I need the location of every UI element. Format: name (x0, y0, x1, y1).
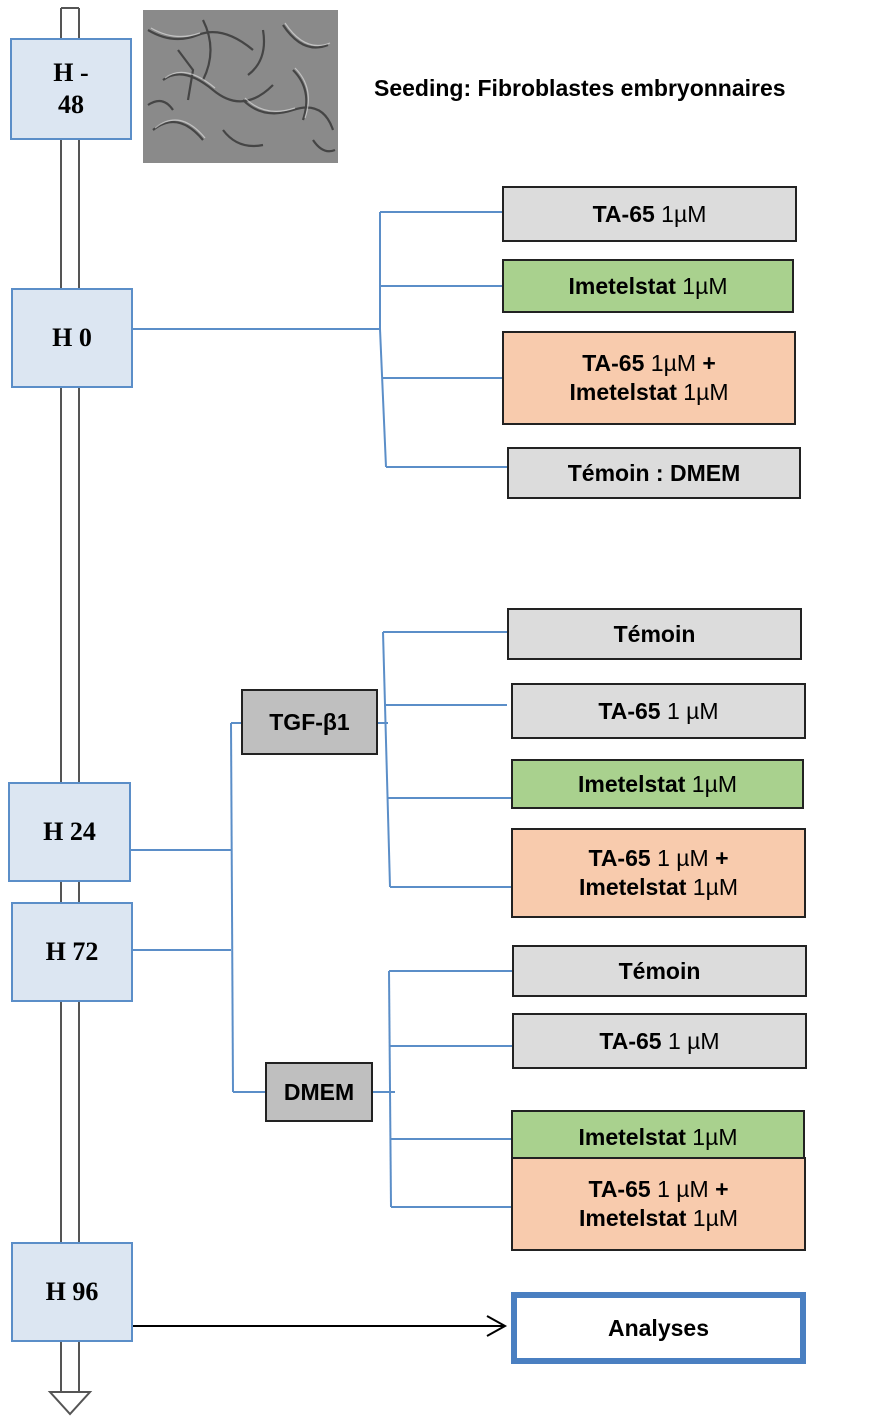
timepoint-h0-label: H 0 (52, 322, 92, 352)
timeline-arrow (47, 7, 93, 1416)
fibroblast-micrograph (143, 10, 338, 163)
tgf-beta1-box: TGF-β1 (241, 689, 378, 755)
tgf-imetelstat-dose: 1µM (685, 770, 737, 797)
timepoint-h96: H 96 (11, 1242, 133, 1342)
dmem-combo-name2: Imetelstat (579, 1205, 687, 1231)
timepoint-h24: H 24 (8, 782, 131, 882)
tgf-combo-plus: + (715, 845, 729, 872)
tgf-combo-name1: TA-65 (588, 845, 651, 872)
dmem-ta65-dose: 1 µM (661, 1027, 720, 1054)
timepoint-h-48: H - 48 (10, 38, 132, 140)
dmem-combo-dose2: 1µM (686, 1205, 738, 1231)
seeding-label: Seeding: Fibroblastes embryonnaires (374, 75, 786, 101)
micrograph-texture (143, 10, 338, 163)
dmem-control-label: Témoin (618, 957, 701, 984)
h0-imetelstat-dose: 1µM (675, 272, 728, 299)
tgf-ta65-box: TA-65 1 µM (511, 683, 806, 739)
h0-ta65-dose: 1µM (654, 200, 707, 227)
tgf-connectors (378, 631, 511, 888)
dmem-ta65-box: TA-65 1 µM (512, 1013, 807, 1069)
h0-combo-name1: TA-65 (582, 350, 645, 377)
h96-arrow (133, 1315, 508, 1337)
h0-control-box: Témoin : DMEM (507, 447, 801, 499)
h0-control-label: Témoin : DMEM (567, 459, 741, 486)
tgf-imetelstat-name: Imetelstat (578, 770, 686, 797)
dmem-label: DMEM (283, 1078, 355, 1105)
dmem-imetelstat-box: Imetelstat 1µM (511, 1110, 805, 1164)
dmem-combo-name1: TA-65 (588, 1176, 651, 1203)
dmem-connectors (373, 970, 512, 1208)
dmem-combo-box: TA-65 1 µM + Imetelstat 1µM (511, 1157, 806, 1251)
dmem-imetelstat-dose: 1µM (685, 1123, 738, 1150)
h0-imetelstat-box: Imetelstat 1µM (502, 259, 794, 313)
tgf-control-label: Témoin (613, 620, 696, 647)
h0-combo-name2: Imetelstat (569, 379, 677, 405)
dmem-ta65-name: TA-65 (599, 1027, 662, 1054)
analyses-box: Analyses (511, 1292, 806, 1364)
h0-ta65-box: TA-65 1µM (502, 186, 797, 242)
tgf-combo-dose1: 1 µM (650, 845, 716, 872)
dmem-imetelstat-name: Imetelstat (578, 1123, 686, 1150)
h24-h72-connectors (131, 722, 265, 1093)
tgf-imetelstat-box: Imetelstat 1µM (511, 759, 804, 809)
h0-combo-dose2: 1µM (676, 379, 729, 405)
tgf-combo-dose2: 1µM (686, 874, 738, 900)
timepoint-h24-label: H 24 (43, 816, 96, 846)
dmem-combo-plus: + (715, 1176, 729, 1203)
dmem-combo-dose1: 1 µM (650, 1176, 716, 1203)
tgf-ta65-dose: 1 µM (660, 697, 719, 724)
tgf-beta1-label: TGF-β1 (269, 708, 350, 735)
tgf-combo-box: TA-65 1 µM + Imetelstat 1µM (511, 828, 806, 918)
dmem-control-box: Témoin (512, 945, 807, 997)
timepoint-h96-label: H 96 (45, 1276, 99, 1306)
h0-imetelstat-name: Imetelstat (568, 272, 676, 299)
timepoint-h0: H 0 (11, 288, 133, 388)
h0-combo-box: TA-65 1µM + Imetelstat 1µM (502, 331, 796, 425)
tgf-control-box: Témoin (507, 608, 802, 660)
analyses-label: Analyses (607, 1314, 709, 1341)
h0-connectors (133, 211, 507, 468)
h0-combo-dose1: 1µM (644, 350, 703, 377)
timepoint-h72: H 72 (11, 902, 133, 1002)
timepoint-h72-label: H 72 (45, 936, 99, 966)
h0-combo-plus: + (702, 350, 716, 377)
h0-ta65-name: TA-65 (592, 200, 655, 227)
dmem-box: DMEM (265, 1062, 373, 1122)
tgf-combo-name2: Imetelstat (579, 874, 687, 900)
tgf-ta65-name: TA-65 (598, 697, 661, 724)
timepoint-h-48-label: H - 48 (53, 57, 89, 120)
